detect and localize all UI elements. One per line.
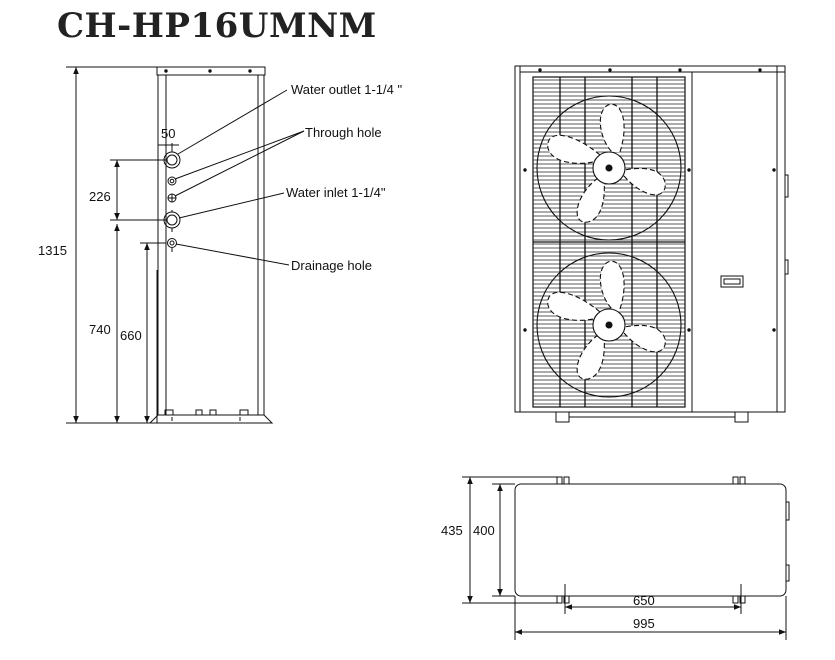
label-water-outlet: Water outlet 1-1/4 " xyxy=(291,82,402,97)
dim-drain-height: 660 xyxy=(120,328,142,343)
drainage-connector xyxy=(167,238,177,252)
through-hole-upper xyxy=(167,176,177,186)
dim-depth-outer: 435 xyxy=(441,523,463,538)
label-drainage-hole: Drainage hole xyxy=(291,258,372,273)
leader-through-hole-2 xyxy=(174,130,305,197)
leader-through-hole-1 xyxy=(174,130,305,180)
leader-drainage xyxy=(175,243,290,266)
dim-pipe-spacing: 226 xyxy=(89,189,111,204)
top-body xyxy=(514,483,787,597)
top-feet xyxy=(556,476,746,604)
dim-pipe-offset: 50 xyxy=(161,126,175,141)
dim-foot-spacing: 650 xyxy=(633,593,655,608)
top-view xyxy=(462,476,790,640)
dim-depth-inner: 400 xyxy=(473,523,495,538)
through-hole-lower xyxy=(167,193,177,203)
front-view xyxy=(514,65,789,423)
label-through-hole: Through hole xyxy=(305,125,382,140)
fan-upper xyxy=(536,95,682,241)
dim-total-width: 995 xyxy=(633,616,655,631)
leader-water-inlet xyxy=(178,192,285,219)
dim-total-height: 1315 xyxy=(38,243,67,258)
service-handle xyxy=(720,275,744,288)
front-foot-left xyxy=(555,411,570,423)
model-title: CH-HP16UMNM xyxy=(57,6,377,46)
front-foot-right xyxy=(734,411,749,423)
label-water-inlet: Water inlet 1-1/4" xyxy=(286,185,386,200)
side-base xyxy=(148,414,274,424)
dim-inlet-height: 740 xyxy=(89,322,111,337)
fan-lower xyxy=(536,252,682,398)
leader-water-outlet xyxy=(177,89,288,155)
side-view xyxy=(66,66,305,424)
